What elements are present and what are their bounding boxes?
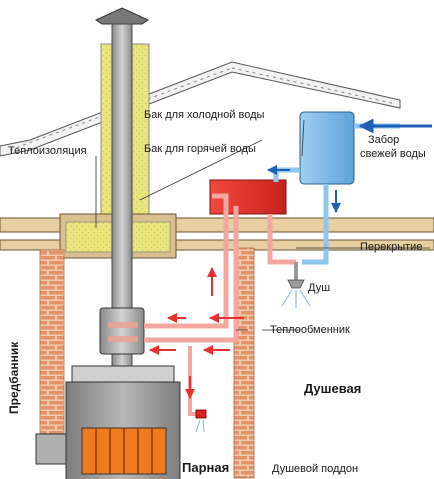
shower-tray-label: Душевой поддон: [272, 463, 359, 475]
heat-exchanger: [99, 307, 145, 355]
shower-room-label: Душевая: [304, 381, 362, 396]
fresh-water-label-line2: свежей воды: [360, 148, 426, 160]
hot-tank-label: Бак для горячей воды: [144, 143, 256, 155]
ceiling-label: Перекрытие: [360, 241, 423, 253]
stove: [35, 365, 181, 479]
roof: [0, 61, 401, 157]
leader-lines: [95, 119, 430, 331]
shower-head-icon: [281, 279, 311, 308]
insulation-label: Теплоизоляция: [8, 145, 87, 157]
pipes: [144, 123, 400, 416]
brick-walls: [39, 247, 255, 479]
dressing-room-label: Предбанник: [7, 341, 21, 414]
heat-exchanger-label: Теплообменник: [270, 324, 350, 336]
steam-room-label: Парная: [182, 460, 230, 475]
shower-head-label: Душ: [308, 282, 331, 294]
flow-arrows: [149, 118, 432, 399]
fresh-water-label-line1: Забор: [368, 134, 400, 146]
tap-icon: [195, 409, 207, 433]
cold-tank-label: Бак для холодной воды: [144, 109, 265, 121]
cold-water-tank: [299, 111, 355, 185]
